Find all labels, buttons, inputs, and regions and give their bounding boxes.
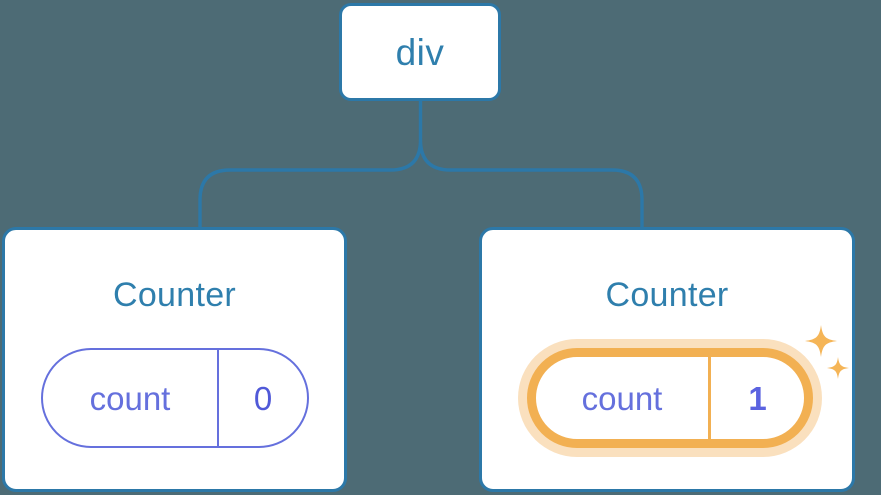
state-pill-left[interactable]: count 0 [41, 348, 309, 448]
node-div-label: div [395, 31, 445, 73]
card-counter-left-title: Counter [112, 276, 237, 314]
state-pill-right-value: 1 [748, 379, 767, 417]
state-pill-right-wrapper: count 1 [527, 348, 813, 448]
state-pill-left-wrapper: count 0 [41, 348, 309, 448]
state-pill-right[interactable]: count 1 [527, 348, 813, 448]
state-pill-right-key: count [536, 357, 711, 439]
edge-root-to-children [198, 99, 644, 230]
state-pill-left-value: 0 [253, 379, 273, 417]
card-counter-right-title: Counter [605, 276, 729, 314]
node-div[interactable]: div [339, 3, 501, 101]
state-pill-left-key: count [43, 350, 219, 446]
